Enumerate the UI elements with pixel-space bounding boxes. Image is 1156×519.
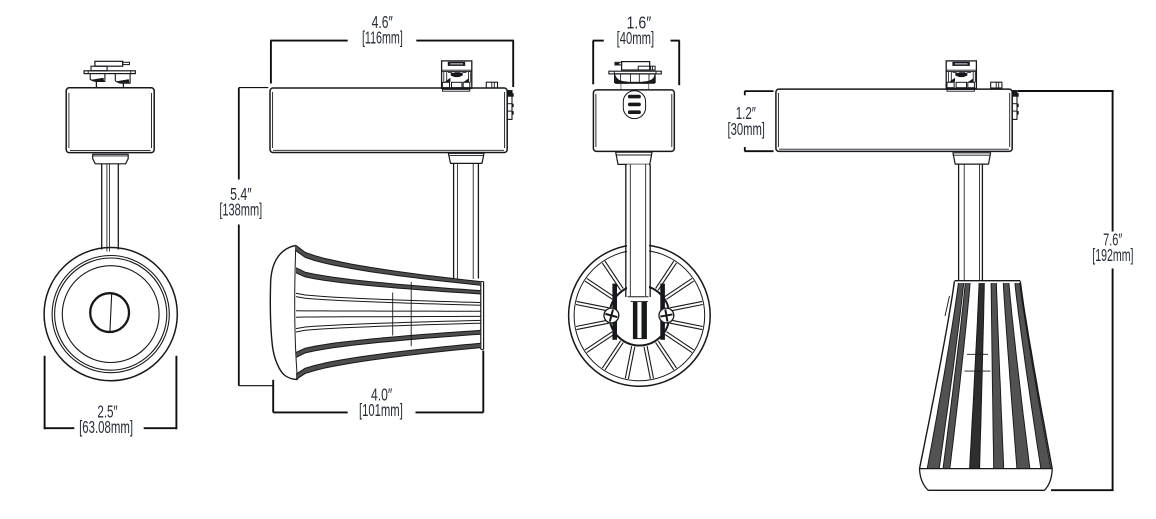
svg-text:[116mm]: [116mm] [362, 28, 403, 48]
svg-text:2.5″: 2.5″ [97, 401, 117, 421]
svg-text:5.4″: 5.4″ [230, 184, 252, 204]
svg-text:[63.08mm]: [63.08mm] [79, 417, 133, 437]
svg-text:[101mm]: [101mm] [359, 400, 403, 420]
svg-text:[40mm]: [40mm] [617, 28, 655, 48]
svg-text:[138mm]: [138mm] [219, 200, 262, 220]
svg-text:4.0″: 4.0″ [371, 385, 392, 405]
svg-text:[30mm]: [30mm] [727, 119, 765, 139]
svg-text:1.2″: 1.2″ [736, 103, 756, 123]
svg-text:1.6″: 1.6″ [627, 12, 652, 32]
svg-text:[192mm]: [192mm] [1092, 245, 1133, 265]
svg-text:4.6″: 4.6″ [372, 12, 393, 32]
svg-text:7.6″: 7.6″ [1103, 229, 1122, 249]
